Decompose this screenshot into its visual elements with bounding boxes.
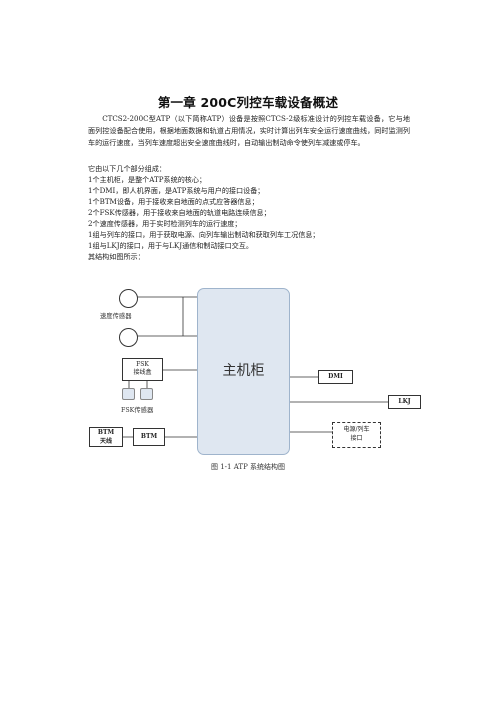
intro-paragraph: CTCS2-200C型ATP（以下简称ATP）设备是按照CTCS-2级标准设计的… [88,114,410,147]
lkj-box: LKJ [388,395,421,409]
fsk-junction-box: FSK 接线盒 [122,358,163,381]
list-item: 2个FSK传感器，用于接收来自地面的轨道电路连续信息； [88,208,271,217]
dmi-box: DMI [318,370,353,384]
speed-sensor-label: 速度传感器 [100,313,132,320]
list-item: 2个速度传感器，用于实时检测列车的运行速度； [88,219,242,228]
btm-antenna-box: BTM 天线 [89,427,123,447]
list-item: 其结构如图所示： [88,252,145,261]
power-train-interface-box: 电源/列车 接口 [332,422,381,448]
list-item: 1组与列车的接口，用于获取电源、向列车输出制动和获取列车工况信息； [88,230,320,239]
speed-sensor-2-icon [119,328,138,347]
chapter-title: 第一章 200C列控车载设备概述 [157,95,339,110]
list-item: 1组与LKJ的接口，用于与LKJ通信和制动接口交互。 [88,241,254,250]
main-cabinet [197,288,290,455]
speed-sensor-1-icon [119,289,138,308]
list-item: 1个DMI，即人机界面，是ATP系统与用户的接口设备； [88,186,265,195]
list-item: 1个主机柜，是整个ATP系统的核心； [88,175,207,184]
fsk-sensor-label: FSK传感器 [121,407,154,414]
fsk-sensor-1-icon [122,388,135,400]
figure-caption: 图 1-1 ATP 系统结构图 [211,463,285,471]
list-item: 它由以下几个部分组成： [88,164,167,173]
list-item: 1个BTM设备，用于接收来自地面的点式应答器信息； [88,197,259,206]
fsk-sensor-2-icon [140,388,153,400]
main-cabinet-label: 主机柜 [222,363,265,379]
btm-box: BTM [133,428,165,446]
